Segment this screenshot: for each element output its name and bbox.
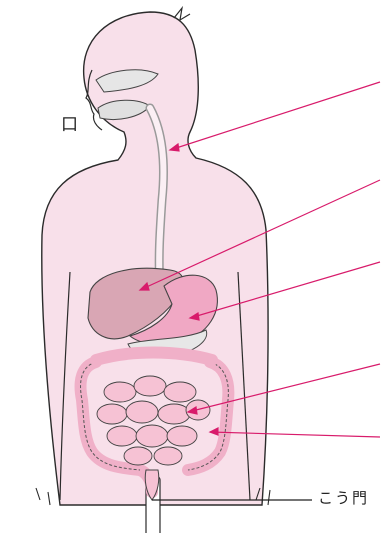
pointer-esophagus (170, 82, 380, 150)
label-mouth: 口 (61, 117, 78, 134)
left-hand-line (36, 488, 50, 505)
label-anus: こう門 (318, 491, 369, 506)
